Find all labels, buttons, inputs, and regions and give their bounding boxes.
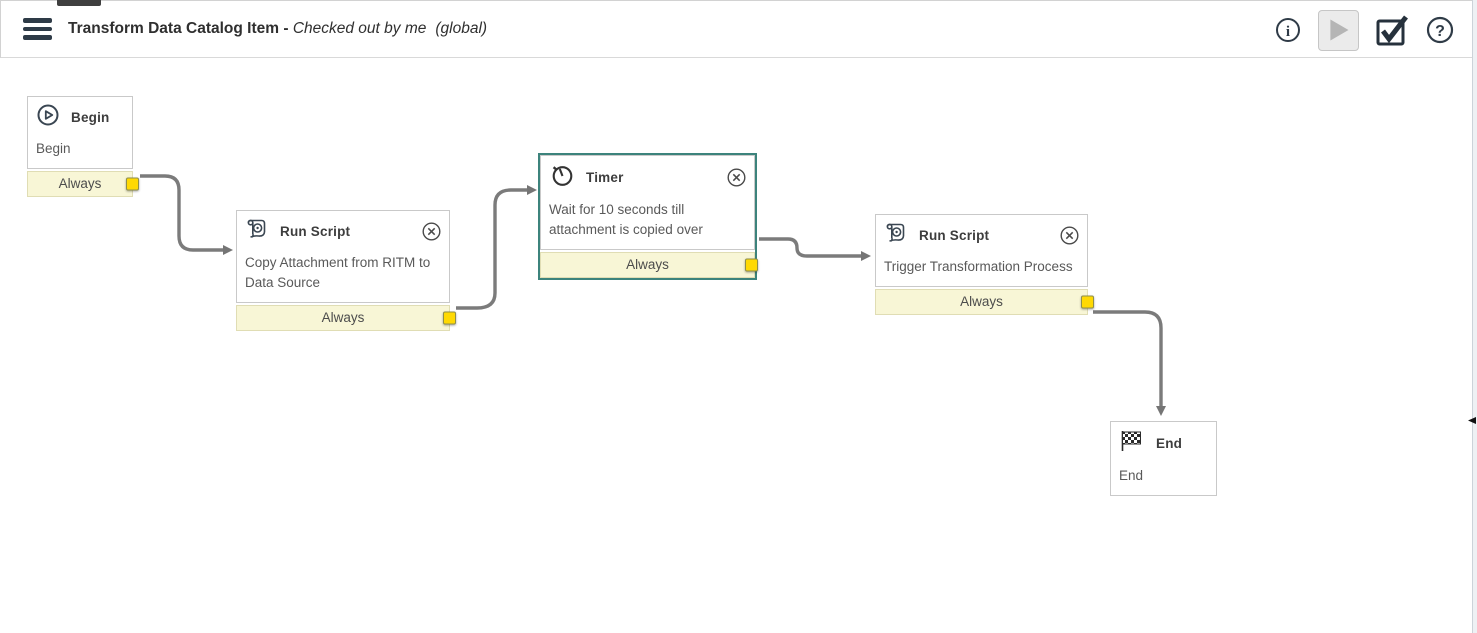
node-run-script-1[interactable]: Run Script Copy Attachment from RITM to … [236, 210, 456, 331]
node-begin[interactable]: Begin Begin Always [27, 96, 139, 197]
transition-always-timer[interactable]: Always [540, 252, 758, 278]
node-title: Run Script [280, 224, 351, 239]
transition-label: Always [960, 294, 1003, 309]
vertical-scrollbar[interactable] [1472, 0, 1477, 633]
svg-text:?: ? [1435, 23, 1445, 40]
workflow-status: Checked out by me [292, 20, 427, 37]
workflow-title-name: Transform Data Catalog Item [68, 20, 280, 37]
canvas-edge-marker [1468, 417, 1476, 424]
workflow-scope: (global) [435, 20, 488, 37]
close-icon[interactable] [727, 168, 746, 187]
node-run-script-1-box[interactable]: Run Script Copy Attachment from RITM to … [236, 210, 450, 303]
toolbar: i ? [1275, 1, 1454, 59]
node-run-script-2[interactable]: Run Script Trigger Transformation Proces… [875, 214, 1094, 315]
node-description: Begin [36, 141, 71, 156]
script-scroll-icon [245, 217, 269, 246]
title-separator: - [279, 20, 293, 37]
node-title: End [1156, 436, 1183, 451]
node-run-script-2-box[interactable]: Run Script Trigger Transformation Proces… [875, 214, 1088, 287]
end-flag-icon [1119, 428, 1145, 459]
workflow-title: Transform Data Catalog Item - Checked ou… [68, 20, 487, 38]
node-description: Copy Attachment from RITM to Data Source [245, 255, 431, 290]
run-workflow-button[interactable] [1318, 9, 1359, 51]
node-title: Run Script [919, 228, 990, 243]
node-end[interactable]: End End [1110, 421, 1217, 496]
connector-timer-to-runscript2[interactable] [759, 237, 871, 261]
transition-label: Always [626, 257, 669, 272]
info-icon[interactable]: i [1275, 17, 1301, 43]
connector-handle[interactable] [745, 258, 758, 272]
connector-handle[interactable] [443, 311, 456, 325]
connector-runscript2-to-end[interactable] [1093, 310, 1166, 416]
timer-stopwatch-icon [549, 162, 575, 193]
node-description: Trigger Transformation Process [884, 259, 1073, 274]
window-tab-stub [57, 0, 101, 6]
validate-checkbox-icon[interactable] [1374, 12, 1410, 48]
node-end-box[interactable]: End End [1110, 421, 1217, 496]
connector-handle[interactable] [126, 177, 139, 191]
transition-label: Always [321, 310, 365, 325]
svg-text:i: i [1286, 24, 1290, 40]
connector-handle[interactable] [1081, 295, 1094, 309]
transition-always-begin[interactable]: Always [27, 171, 139, 197]
transition-always-runscript1[interactable]: Always [236, 305, 456, 331]
node-title: Begin [71, 110, 110, 125]
node-timer-box[interactable]: Timer Wait for 10 seconds till attachmen… [540, 155, 755, 250]
transition-label: Always [58, 176, 102, 191]
node-timer[interactable]: Timer Wait for 10 seconds till attachmen… [538, 153, 758, 280]
menu-hamburger-icon[interactable] [23, 18, 52, 40]
transition-always-runscript2[interactable]: Always [875, 289, 1094, 315]
script-scroll-icon [884, 221, 908, 250]
node-description: Wait for 10 seconds till attachment is c… [549, 202, 703, 237]
header-bar: Transform Data Catalog Item - Checked ou… [0, 0, 1472, 58]
connector-begin-to-runscript1[interactable] [140, 174, 233, 255]
node-title: Timer [586, 170, 624, 185]
close-icon[interactable] [422, 222, 441, 241]
help-icon[interactable]: ? [1426, 16, 1454, 44]
begin-play-icon [36, 103, 60, 132]
connector-runscript1-to-timer[interactable] [456, 185, 537, 310]
node-begin-box[interactable]: Begin Begin [27, 96, 133, 169]
node-description: End [1119, 468, 1144, 483]
close-icon[interactable] [1060, 226, 1079, 245]
